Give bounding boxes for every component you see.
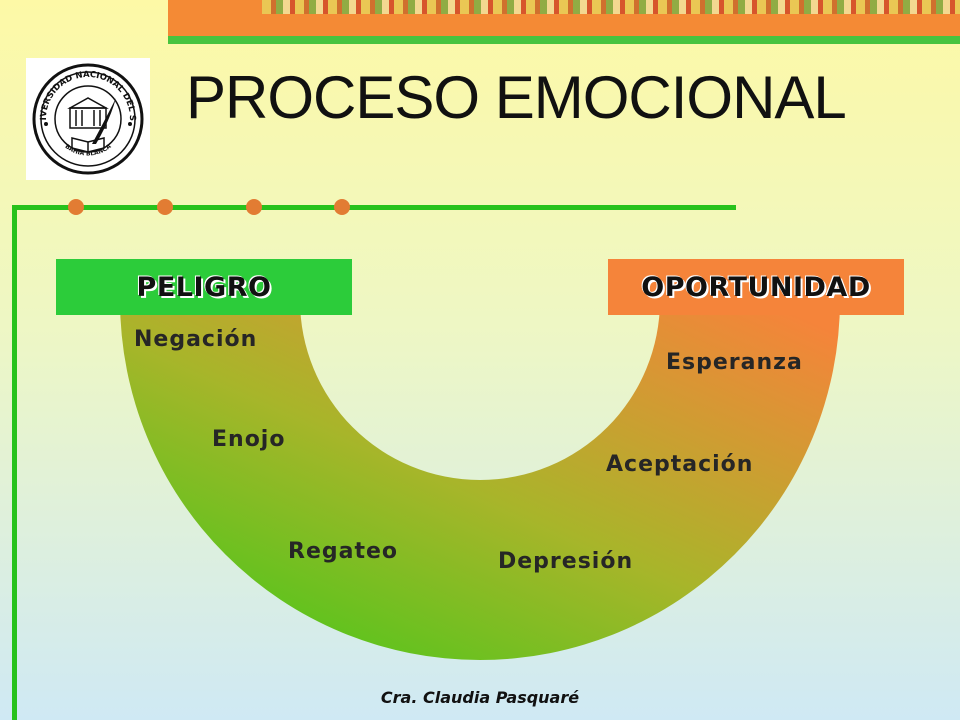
university-seal-icon: UNIVERSIDAD NACIONAL DEL SUR BAHIA BLANC… <box>22 51 144 175</box>
peligro-label-box: PELIGRO <box>56 259 352 315</box>
stage-label: Esperanza <box>666 350 803 375</box>
decoration-dot <box>68 199 84 215</box>
decoration-dot <box>334 199 350 215</box>
decoration-dot <box>157 199 173 215</box>
green-vertical-rule <box>12 205 17 720</box>
oportunidad-label: OPORTUNIDAD <box>641 271 871 303</box>
decoration-dot <box>246 199 262 215</box>
university-logo: UNIVERSIDAD NACIONAL DEL SUR BAHIA BLANC… <box>22 51 150 180</box>
stage-label: Depresión <box>498 549 634 574</box>
stage-label: Negación <box>134 327 258 352</box>
page-title: PROCESO EMOCIONAL <box>186 64 847 131</box>
oportunidad-label-box: OPORTUNIDAD <box>608 259 904 315</box>
green-horizontal-rule <box>12 205 736 210</box>
author-credit: Cra. Claudia Pasquaré <box>380 688 580 707</box>
stage-label: Enojo <box>212 427 286 452</box>
floral-banner-image <box>262 0 960 14</box>
peligro-label: PELIGRO <box>136 271 272 303</box>
u-shaped-band <box>120 300 840 660</box>
stage-label: Aceptación <box>606 452 754 477</box>
stage-label: Regateo <box>288 539 399 564</box>
